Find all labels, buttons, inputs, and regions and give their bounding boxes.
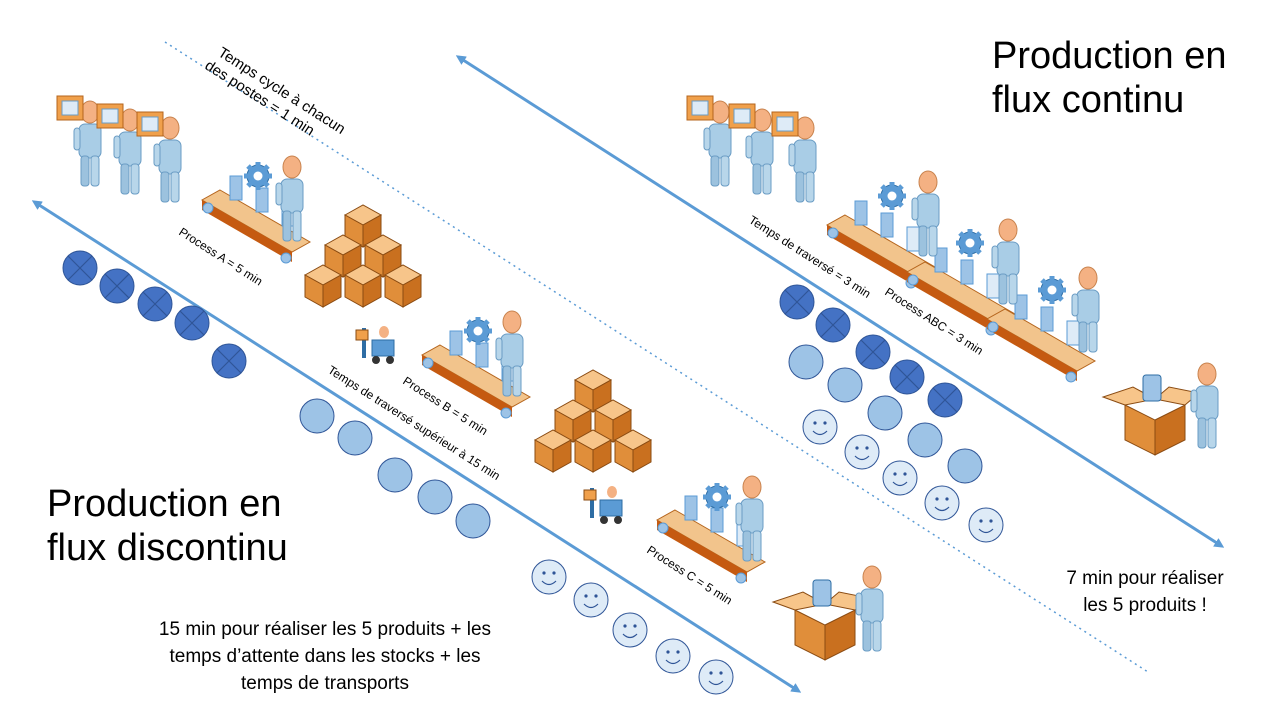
worker-icon xyxy=(56,95,182,203)
gear-icon xyxy=(244,162,272,190)
token-todo-icon xyxy=(211,343,247,379)
token-todo-icon xyxy=(62,250,98,286)
token-wip-icon xyxy=(417,479,453,515)
worker-icon xyxy=(686,95,817,203)
token-todo-icon xyxy=(927,382,963,418)
token-wip-icon xyxy=(455,503,491,539)
note-discontinuous: 15 min pour réaliser les 5 produits + le… xyxy=(110,616,540,697)
note-continuous: 7 min pour réaliser les 5 produits ! xyxy=(1040,565,1250,619)
forklift-icon xyxy=(583,485,623,525)
token-wip-icon xyxy=(337,420,373,456)
token-todo-icon xyxy=(174,305,210,341)
token-wip-icon xyxy=(827,367,863,403)
worker-icon xyxy=(855,565,884,652)
forklift-icon xyxy=(355,325,395,365)
token-done-icon xyxy=(844,434,880,470)
token-wip-icon xyxy=(907,422,943,458)
title-discontinuous-line-2: flux discontinu xyxy=(47,527,288,569)
token-todo-icon xyxy=(99,268,135,304)
label-cycle-time: Temps cycle à chacun des postes = 1 min xyxy=(202,44,349,139)
token-done-icon xyxy=(531,559,567,595)
note-discontinuous-line-3: temps de transports xyxy=(241,673,409,694)
token-done-icon xyxy=(882,460,918,496)
gear-icon xyxy=(878,182,1066,304)
title-discontinuous: Production en flux discontinu xyxy=(47,482,288,570)
note-continuous-line-2: les 5 produits ! xyxy=(1083,595,1207,616)
token-wip-icon xyxy=(867,395,903,431)
note-discontinuous-line-2: temps d’attente dans les stocks + les xyxy=(169,646,481,667)
note-discontinuous-line-1: 15 min pour réaliser les 5 produits + le… xyxy=(158,619,492,640)
token-wip-icon xyxy=(788,344,824,380)
arrow-continuous xyxy=(455,55,1225,548)
token-wip-icon xyxy=(299,398,335,434)
token-group xyxy=(62,250,1004,695)
title-continuous: Production en flux continu xyxy=(992,34,1227,122)
token-wip-icon xyxy=(947,448,983,484)
token-done-icon xyxy=(612,612,648,648)
worker-icon xyxy=(1190,362,1219,449)
token-done-icon xyxy=(802,409,838,445)
gear-icon xyxy=(464,317,492,345)
note-continuous-line-1: 7 min pour réaliser xyxy=(1066,568,1224,589)
open-box-icon xyxy=(1102,374,1200,456)
title-discontinuous-line-1: Production en xyxy=(47,483,282,525)
arrow-discontinuous xyxy=(31,200,802,693)
separator-line xyxy=(164,41,1149,673)
token-todo-icon xyxy=(889,359,925,395)
token-todo-icon xyxy=(779,284,815,320)
token-todo-icon xyxy=(815,307,851,343)
token-done-icon xyxy=(924,485,960,521)
token-done-icon xyxy=(698,659,734,695)
open-box-icon xyxy=(772,579,870,661)
token-done-icon xyxy=(968,507,1004,543)
box-stock-icon xyxy=(534,369,652,473)
box-stock-icon xyxy=(304,204,422,308)
token-done-icon xyxy=(573,582,609,618)
token-todo-icon xyxy=(137,286,173,322)
gear-icon xyxy=(703,483,731,511)
token-done-icon xyxy=(655,638,691,674)
title-continuous-line-1: Production en xyxy=(992,35,1227,77)
token-todo-icon xyxy=(855,334,891,370)
title-continuous-line-2: flux continu xyxy=(992,79,1185,121)
token-wip-icon xyxy=(377,457,413,493)
